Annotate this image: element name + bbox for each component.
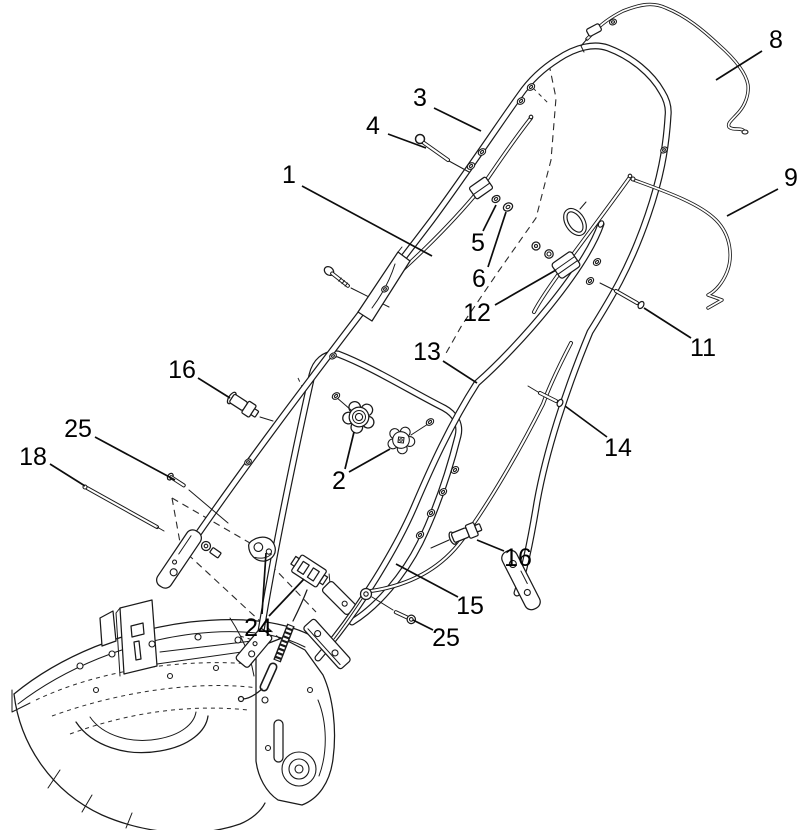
leader-line-24 bbox=[261, 552, 267, 615]
latch-16a bbox=[226, 391, 260, 418]
callout-label-3-2: 3 bbox=[413, 84, 427, 112]
mower-deck bbox=[11, 599, 336, 830]
cable-8 bbox=[580, 2, 750, 135]
callout-label-2-1: 2 bbox=[332, 467, 346, 495]
screw-upper-left bbox=[323, 265, 350, 288]
cable-8-clip bbox=[586, 23, 602, 37]
bolt-12 bbox=[531, 241, 541, 251]
callout-label-25-18: 25 bbox=[432, 624, 460, 652]
cable-clamp-12 bbox=[551, 251, 581, 279]
knob-2a bbox=[342, 400, 375, 434]
callout-label-1-0: 1 bbox=[282, 161, 296, 189]
callout-label-6-5: 6 bbox=[472, 265, 486, 293]
lower-handle-bracket-left bbox=[235, 628, 273, 668]
lever-24a bbox=[248, 536, 276, 562]
rod-18 bbox=[82, 484, 165, 532]
leader-line-12 bbox=[494, 269, 557, 306]
callout-label-18-15: 18 bbox=[19, 443, 47, 471]
callout-label-5-4: 5 bbox=[471, 229, 485, 257]
leader-line-25 bbox=[94, 436, 176, 481]
leader-line-5 bbox=[482, 204, 497, 232]
spring-cable bbox=[237, 589, 308, 703]
handle-brace-bar bbox=[357, 246, 411, 322]
cable-9 bbox=[630, 176, 732, 310]
cables-and-rods bbox=[82, 2, 750, 703]
callout-label-11-8: 11 bbox=[690, 334, 716, 362]
leader-line-16 bbox=[197, 377, 231, 399]
cable-clamp-upper bbox=[468, 176, 494, 200]
washer-5 bbox=[491, 194, 501, 204]
callout-label-8-6: 8 bbox=[769, 26, 783, 54]
tube-holes bbox=[244, 18, 668, 539]
cable-rod-eyelet bbox=[333, 341, 573, 640]
bracket-24b bbox=[290, 554, 329, 588]
callout-label-16-13: 16 bbox=[168, 356, 196, 384]
upper-handle-bracket-left bbox=[156, 529, 202, 589]
leader-line-9 bbox=[726, 188, 779, 217]
pin-11 bbox=[599, 282, 645, 310]
callout-label-16-14: 16 bbox=[504, 544, 532, 572]
cable-guide-loop bbox=[563, 207, 587, 237]
leader-line-25 bbox=[412, 619, 434, 631]
callout-label-4-3: 4 bbox=[366, 112, 380, 140]
leader-line-1 bbox=[301, 185, 433, 257]
bolt-25b bbox=[393, 610, 417, 625]
leader-line-4 bbox=[387, 133, 427, 149]
hardware-parts bbox=[166, 133, 645, 625]
leader-line-6 bbox=[487, 211, 507, 268]
latch-16b bbox=[448, 522, 483, 545]
leader-line-18 bbox=[49, 463, 86, 487]
nut-6 bbox=[502, 202, 514, 212]
rail-clip bbox=[200, 540, 222, 559]
leader-line-11 bbox=[643, 307, 692, 339]
handle-mount-bracket-left bbox=[119, 599, 158, 675]
knob-2b bbox=[387, 426, 416, 455]
callout-label-13-10: 13 bbox=[413, 338, 441, 366]
callout-label-14-11: 14 bbox=[604, 434, 632, 462]
leader-line-2 bbox=[344, 431, 355, 470]
callout-label-9-7: 9 bbox=[784, 164, 798, 192]
callout-label-24-16: 24 bbox=[244, 614, 272, 642]
leader-line-16 bbox=[476, 539, 505, 552]
callout-label-12-9: 12 bbox=[463, 299, 491, 327]
lower-handle bbox=[235, 350, 463, 668]
leader-line-14 bbox=[564, 405, 608, 438]
leader-line-8 bbox=[715, 50, 763, 81]
upper-handle-bracket-right bbox=[501, 549, 541, 611]
callout-label-15-12: 15 bbox=[456, 592, 484, 620]
callout-label-25-17: 25 bbox=[64, 415, 92, 443]
bolt-25a bbox=[166, 472, 186, 488]
leader-line-2 bbox=[348, 448, 391, 473]
upper-handle bbox=[156, 42, 672, 611]
leader-line-13 bbox=[442, 360, 478, 384]
pin-14 bbox=[527, 385, 564, 408]
pin-4 bbox=[414, 133, 470, 173]
mid-rail-bracket bbox=[303, 618, 351, 670]
leader-line-15 bbox=[395, 563, 459, 598]
mid-rail-tube bbox=[303, 220, 605, 670]
washer-12 bbox=[544, 249, 554, 259]
leader-line-3 bbox=[433, 107, 482, 132]
leader-line-24 bbox=[268, 578, 305, 617]
